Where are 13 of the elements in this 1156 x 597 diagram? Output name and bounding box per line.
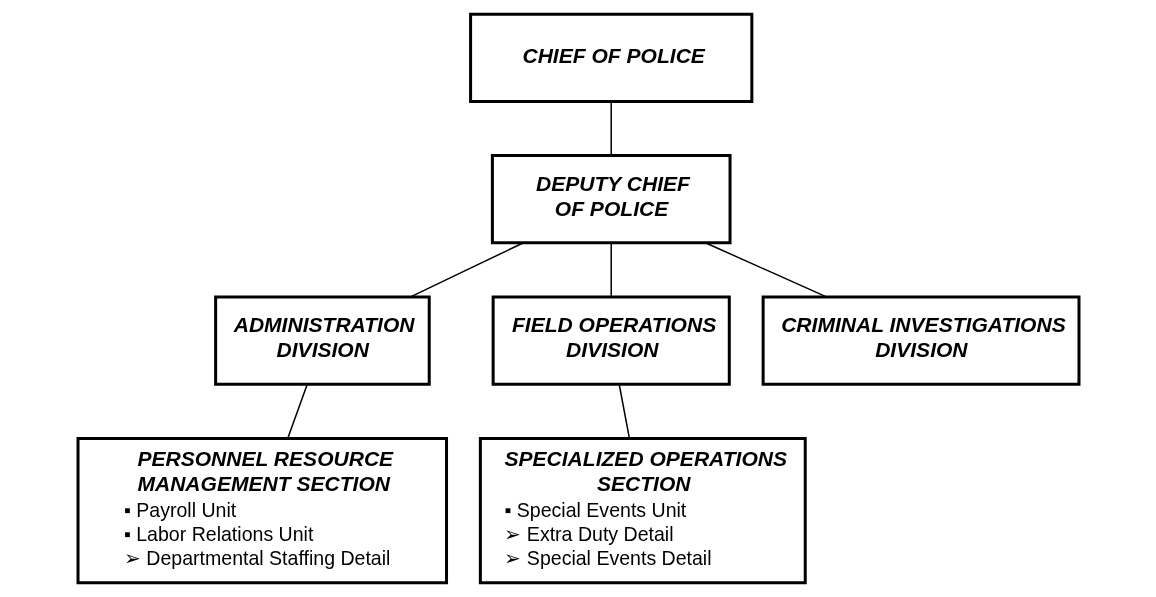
connector xyxy=(704,242,827,298)
node-box: SPECIALIZED OPERATIONS SECTION ▪ Special Events Unit ➢ Extra Duty Detail ➢ Special Events Detail xyxy=(478,436,807,585)
connector xyxy=(617,383,630,440)
connector xyxy=(609,242,612,298)
node-box: PERSONNEL RESOURCE MANAGEMENT SECTION ▪ Payroll Unit ▪ Labor Relations Unit ➢ Departmental Staffing Detail xyxy=(76,436,448,585)
node-box: DEPUTY CHIEF OF POLICE xyxy=(490,154,732,245)
node-box: ADMINISTRATION DIVISION xyxy=(213,295,431,386)
node-box: FIELD OPERATIONS DIVISION xyxy=(491,295,731,386)
connector xyxy=(609,100,612,156)
connector xyxy=(409,242,524,298)
node-box: CRIMINAL INVESTIGATIONS DIVISION xyxy=(761,295,1080,386)
node-box: CHIEF OF POLICE xyxy=(468,12,753,103)
connector xyxy=(286,383,308,440)
